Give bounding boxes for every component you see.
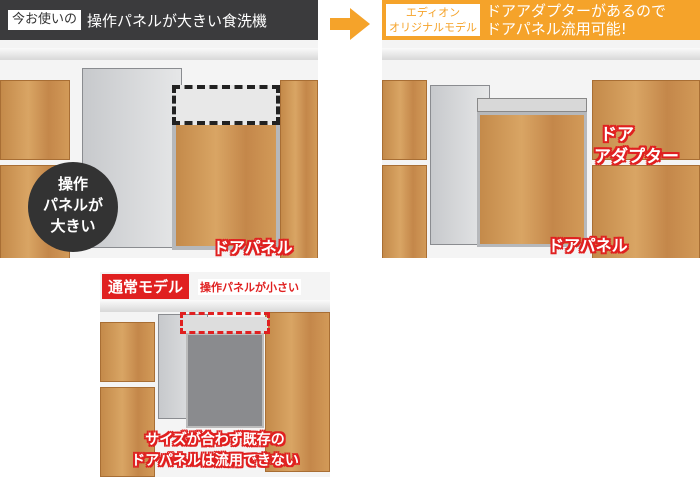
normal-model-panel: 通常モデル 操作パネルが小さい サイズが合わず既存の ドアパネルは流用できない bbox=[100, 272, 330, 477]
current-model-panel: 操作 パネルが 大きい ドアパネル 今お使いの 操作パネルが大きい食洗機 bbox=[0, 0, 318, 258]
edion-model-panel: ドア アダプター ドアパネル エディオン オリジナルモデル ドアアダプターがある… bbox=[382, 0, 700, 258]
edion-tag: エディオン オリジナルモデル bbox=[386, 4, 480, 36]
normal-model-badge: 通常モデル bbox=[102, 274, 190, 299]
door-adapter-label: ドア アダプター bbox=[594, 125, 679, 167]
current-title: 操作パネルが大きい食洗機 bbox=[87, 11, 268, 30]
current-model-header: 今お使いの 操作パネルが大きい食洗機 bbox=[0, 0, 318, 40]
door-panel bbox=[186, 333, 264, 428]
control-panel bbox=[172, 85, 280, 125]
door-adapter bbox=[477, 98, 587, 112]
small-panel-highlight bbox=[180, 312, 270, 334]
incompatible-caption: サイズが合わず既存の ドアパネルは流用できない bbox=[131, 432, 299, 469]
kitchen-illustration bbox=[100, 272, 330, 477]
arrow-right-icon bbox=[330, 8, 375, 40]
edion-title: ドアアダプターがあるので ドアパネル流用可能! bbox=[486, 2, 667, 38]
kitchen-illustration bbox=[382, 40, 700, 258]
small-panel-note: 操作パネルが小さい bbox=[198, 279, 301, 295]
control-panel bbox=[183, 317, 268, 333]
door-panel bbox=[172, 120, 280, 250]
door-panel-label: ドアパネル bbox=[213, 238, 293, 257]
current-tag: 今お使いの bbox=[8, 10, 82, 30]
door-panel-label: ドアパネル bbox=[548, 236, 628, 255]
door-panel bbox=[477, 112, 587, 247]
edion-header: エディオン オリジナルモデル ドアアダプターがあるので ドアパネル流用可能! bbox=[382, 0, 700, 40]
large-panel-bubble: 操作 パネルが 大きい bbox=[28, 162, 118, 252]
